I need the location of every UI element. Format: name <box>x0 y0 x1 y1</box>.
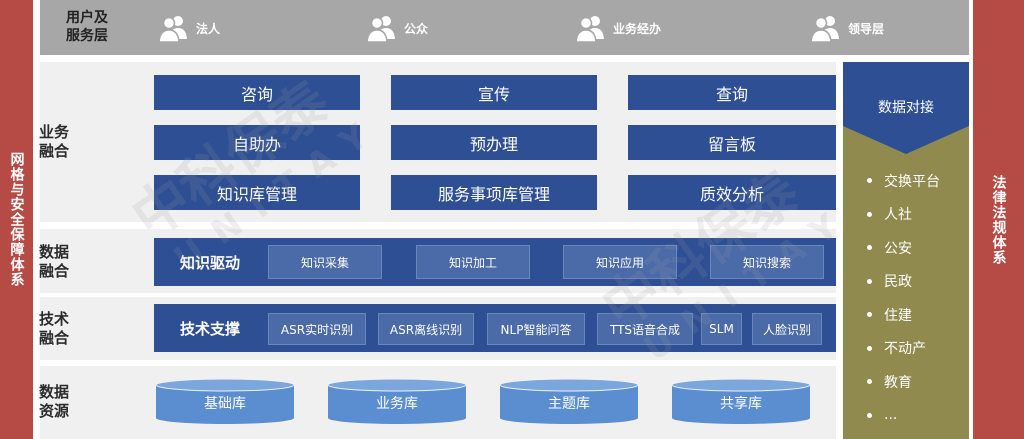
person-icon <box>575 16 604 43</box>
business-item-pre-handling[interactable]: 预办理 <box>391 125 597 160</box>
database-label: 共享库 <box>720 396 762 412</box>
knowledge-chip-search[interactable]: 知识搜索 <box>710 245 824 279</box>
business-item-knowledge-base[interactable]: 知识库管理 <box>154 175 360 210</box>
tech-chip-tts[interactable]: TTS语音合成 <box>597 313 693 345</box>
knowledge-chip-collect[interactable]: 知识采集 <box>268 245 382 279</box>
database-basic[interactable]: 基础库 <box>155 378 295 425</box>
database-label: 业务库 <box>376 396 418 412</box>
docking-item-label: 住建 <box>884 307 912 324</box>
bullet-icon <box>867 312 872 318</box>
database-business[interactable]: 业务库 <box>327 378 467 425</box>
knowledge-chip-process[interactable]: 知识加工 <box>416 245 530 279</box>
legal-system-label: 法律法规体系 <box>990 174 1007 265</box>
user-label: 公众 <box>404 21 429 36</box>
security-system-bar: 网格与安全保障体系 <box>0 0 33 439</box>
docking-header-shape <box>843 62 969 154</box>
business-item-self-service[interactable]: 自助办 <box>154 125 360 160</box>
bullet-icon <box>867 211 872 217</box>
docking-item: 人社 <box>867 198 940 232</box>
docking-item-label: 民政 <box>884 274 912 291</box>
tech-fusion-label: 技术融合 <box>38 310 69 347</box>
docking-list: 交换平台 人社 公安 民政 住建 不动产 教育 ... <box>867 164 940 432</box>
knowledge-chip-apply[interactable]: 知识应用 <box>563 245 677 279</box>
user-service-layer <box>40 0 969 55</box>
docking-item-label: 交换平台 <box>884 173 940 190</box>
database-label: 基础库 <box>204 396 246 412</box>
business-item-publicity[interactable]: 宣传 <box>391 75 597 110</box>
business-item-service-items[interactable]: 服务事项库管理 <box>391 175 597 210</box>
business-item-query[interactable]: 查询 <box>628 75 836 110</box>
docking-item-label: ... <box>884 407 898 424</box>
database-label: 主题库 <box>548 396 590 412</box>
user-legal-person: 法人 <box>158 12 220 44</box>
user-label: 法人 <box>196 21 221 36</box>
docking-item-label: 不动产 <box>884 341 926 358</box>
user-leadership: 领导层 <box>810 12 884 44</box>
docking-item-label: 公安 <box>884 240 912 257</box>
database-cylinder-icon <box>499 378 639 424</box>
docking-item-label: 教育 <box>884 374 912 391</box>
database-cylinder-icon <box>155 378 295 424</box>
tech-support-strip: 技术支撑 ASR实时识别 ASR离线识别 NLP智能问答 TTS语音合成 SLM… <box>154 304 836 352</box>
knowledge-driven-strip: 知识驱动 知识采集 知识加工 知识应用 知识搜索 <box>154 238 836 286</box>
bullet-icon <box>867 178 872 184</box>
docking-item: 不动产 <box>867 332 940 366</box>
docking-item: ... <box>867 399 940 433</box>
docking-item: 民政 <box>867 265 940 299</box>
tech-chip-slm[interactable]: SLM <box>701 313 742 345</box>
database-shared[interactable]: 共享库 <box>671 378 811 425</box>
user-label: 业务经办 <box>613 21 662 36</box>
user-business-handler: 业务经办 <box>575 12 661 44</box>
database-cylinder-icon <box>671 378 811 424</box>
business-item-message-board[interactable]: 留言板 <box>628 125 836 160</box>
business-item-consult[interactable]: 咨询 <box>154 75 360 110</box>
data-fusion-label: 数据融合 <box>38 243 69 280</box>
knowledge-driven-title: 知识驱动 <box>180 254 241 272</box>
bullet-icon <box>867 278 872 284</box>
person-icon <box>366 16 395 43</box>
docking-item: 住建 <box>867 298 940 332</box>
business-fusion-label: 业务融合 <box>38 123 69 160</box>
data-docking-panel: 数据对接 交换平台 人社 公安 民政 住建 不动产 教育 ... <box>843 62 969 439</box>
docking-item: 公安 <box>867 231 940 265</box>
business-item-quality-analysis[interactable]: 质效分析 <box>628 175 836 210</box>
tech-support-title: 技术支撑 <box>180 320 241 338</box>
bullet-icon <box>867 245 872 251</box>
docking-item: 交换平台 <box>867 164 940 198</box>
bullet-icon <box>867 412 872 418</box>
database-cylinder-icon <box>327 378 467 424</box>
docking-item-label: 人社 <box>884 207 912 224</box>
docking-item: 教育 <box>867 365 940 399</box>
docking-title: 数据对接 <box>878 100 934 116</box>
tech-chip-asr-realtime[interactable]: ASR实时识别 <box>268 313 366 345</box>
person-icon <box>810 16 839 43</box>
security-system-label: 网格与安全保障体系 <box>8 152 25 287</box>
user-public: 公众 <box>366 12 428 44</box>
tech-chip-face[interactable]: 人脸识别 <box>752 313 822 345</box>
bullet-icon <box>867 379 872 385</box>
data-resource-label: 数据资源 <box>38 383 69 420</box>
user-service-layer-label: 用户及服务层 <box>66 10 108 44</box>
person-icon <box>158 16 187 43</box>
tech-chip-asr-offline[interactable]: ASR离线识别 <box>378 313 474 345</box>
database-theme[interactable]: 主题库 <box>499 378 639 425</box>
legal-system-bar: 法律法规体系 <box>973 0 1024 439</box>
user-label: 领导层 <box>848 21 885 36</box>
bullet-icon <box>867 345 872 351</box>
tech-chip-nlp[interactable]: NLP智能问答 <box>487 313 585 345</box>
